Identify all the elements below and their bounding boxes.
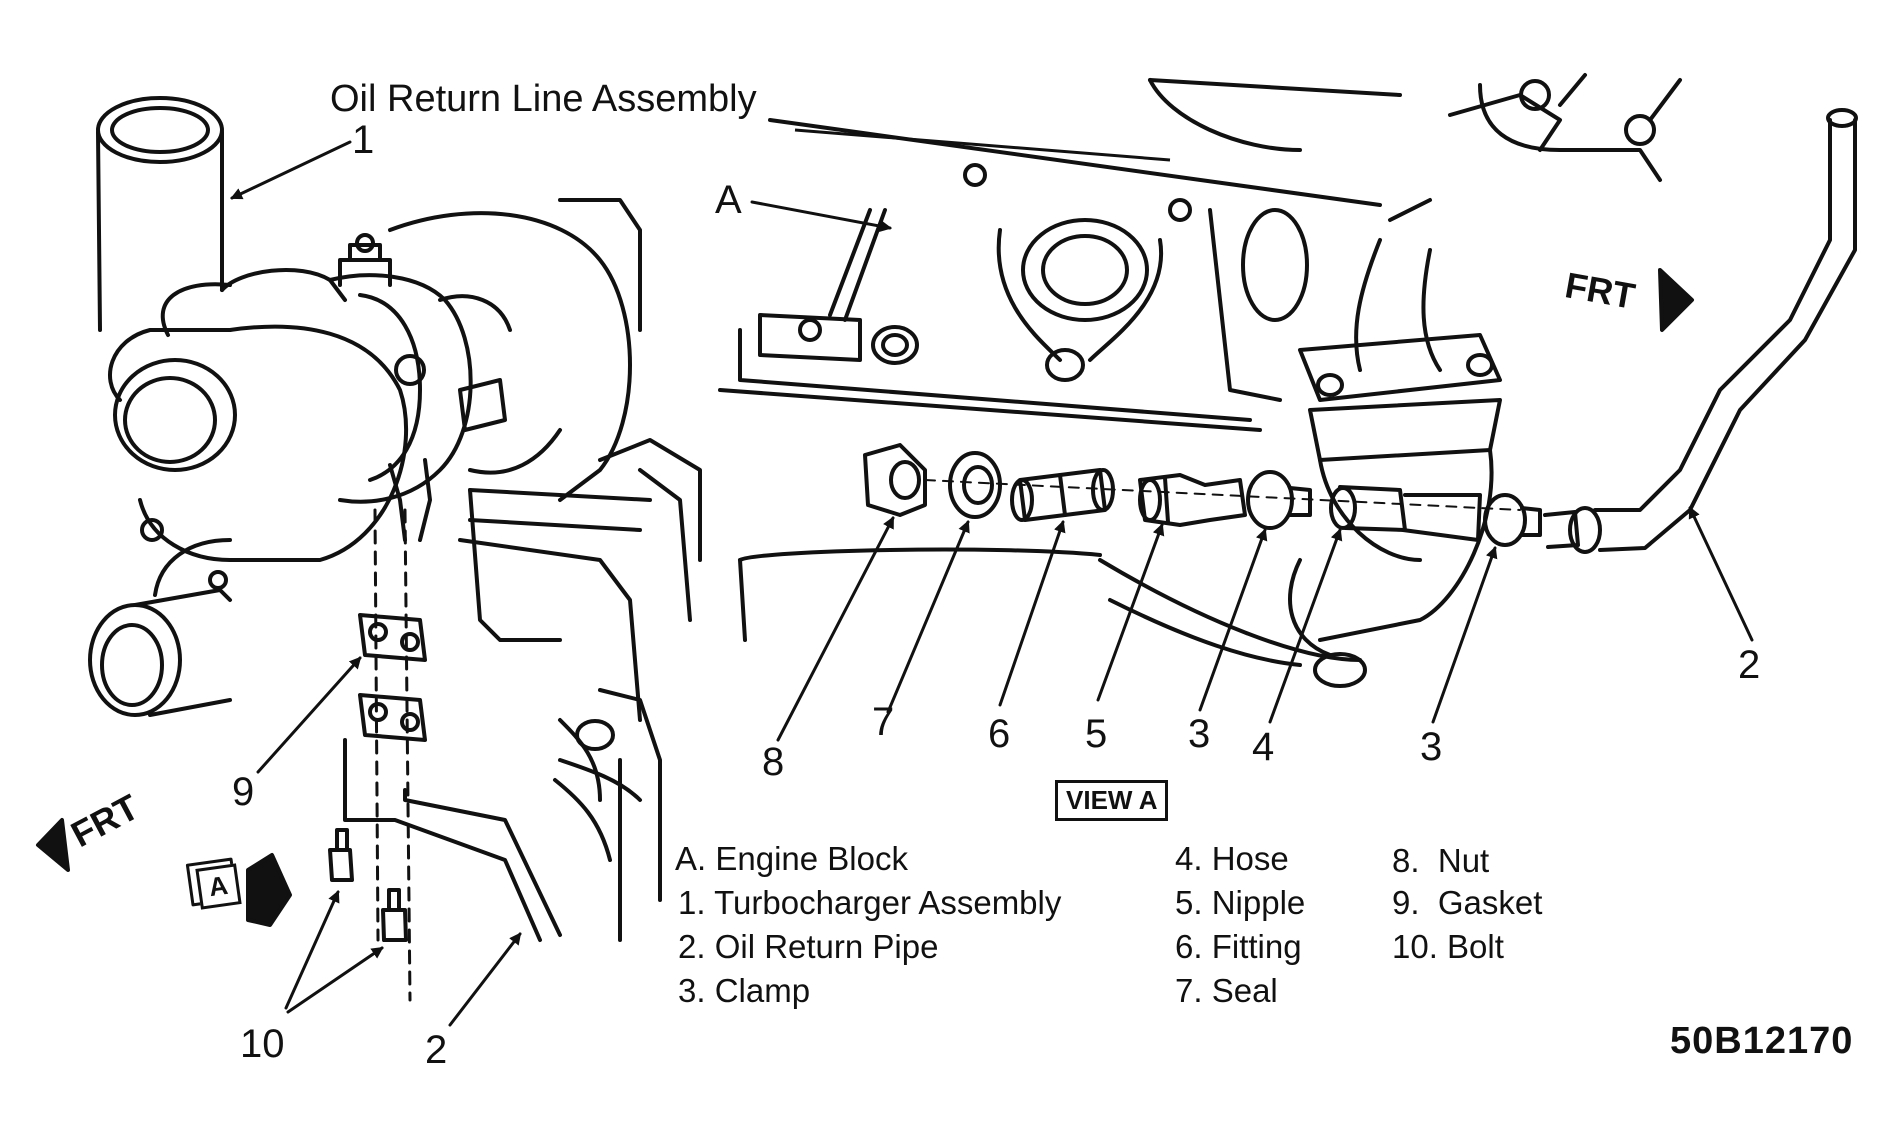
legend-text: Nipple [1211, 884, 1306, 921]
legend-key: 1. [678, 884, 706, 921]
front-arrow-right [1658, 268, 1694, 332]
view-a-drawing [718, 73, 1858, 688]
legend-text: Fitting [1211, 928, 1302, 965]
callout-seal: 7 [872, 700, 895, 744]
legend-item: 7. Seal [1175, 972, 1278, 1010]
callout-oil-return-pipe-left: 2 [425, 1028, 448, 1072]
view-a-marker: A [195, 863, 242, 910]
callout-engine-block: A [715, 178, 742, 222]
view-a-label: VIEW A [1055, 780, 1169, 821]
legend-item: 4. Hose [1175, 840, 1289, 878]
legend-key: A. [675, 840, 707, 877]
drawing-number: 50B12170 [1670, 1020, 1854, 1062]
legend-text: Engine Block [715, 840, 908, 877]
legend-text: Hose [1211, 840, 1289, 877]
gasket-drawing [358, 508, 427, 1002]
callout-clamp-lower: 3 [1420, 725, 1443, 769]
legend-text: Clamp [714, 972, 811, 1009]
turbocharger-drawing [88, 96, 702, 942]
legend-text: Seal [1211, 972, 1278, 1009]
legend-key: 9. [1392, 884, 1420, 921]
legend-key: 8. [1392, 842, 1420, 879]
oil-return-pipe-left [343, 738, 562, 942]
legend-key: 10. [1392, 928, 1438, 965]
callout-bolt: 10 [240, 1022, 285, 1066]
callout-gasket: 9 [232, 770, 255, 814]
legend-text: Gasket [1437, 884, 1543, 921]
legend-item: 5. Nipple [1175, 884, 1305, 922]
callout-leaders-view-a [750, 200, 1754, 742]
bolt-drawing [328, 828, 408, 942]
legend-text: Bolt [1447, 928, 1504, 965]
view-a-direction-arrow [246, 853, 292, 927]
callout-fitting: 6 [988, 712, 1011, 756]
callout-nut: 8 [762, 740, 785, 784]
legend-text: Nut [1437, 842, 1490, 879]
legend-key: 4. [1175, 840, 1203, 877]
callout-nipple: 5 [1085, 712, 1108, 756]
legend-item: 9. Gasket [1392, 884, 1542, 922]
callout-clamp-upper: 3 [1188, 712, 1211, 756]
callout-oil-return-pipe-view-a: 2 [1738, 643, 1761, 687]
legend-text: Turbocharger Assembly [714, 884, 1062, 921]
legend-item: 1. Turbocharger Assembly [678, 884, 1061, 922]
legend-item: 8. Nut [1392, 842, 1489, 880]
legend-item: A. Engine Block [675, 840, 908, 878]
diagram-title: Oil Return Line Assembly [330, 78, 757, 120]
callout-hose: 4 [1252, 725, 1275, 769]
callout-turbocharger: 1 [352, 118, 375, 162]
legend-key: 2. [678, 928, 706, 965]
legend-text: Oil Return Pipe [714, 928, 939, 965]
legend-item: 2. Oil Return Pipe [678, 928, 938, 966]
legend-key: 6. [1175, 928, 1203, 965]
legend-item: 6. Fitting [1175, 928, 1302, 966]
legend-key: 7. [1175, 972, 1203, 1009]
legend-key: 3. [678, 972, 706, 1009]
legend-item: 10. Bolt [1392, 928, 1504, 966]
front-arrow-left [36, 818, 70, 872]
legend-key: 5. [1175, 884, 1203, 921]
legend-item: 3. Clamp [678, 972, 810, 1010]
callout-leaders-left [230, 140, 522, 1027]
